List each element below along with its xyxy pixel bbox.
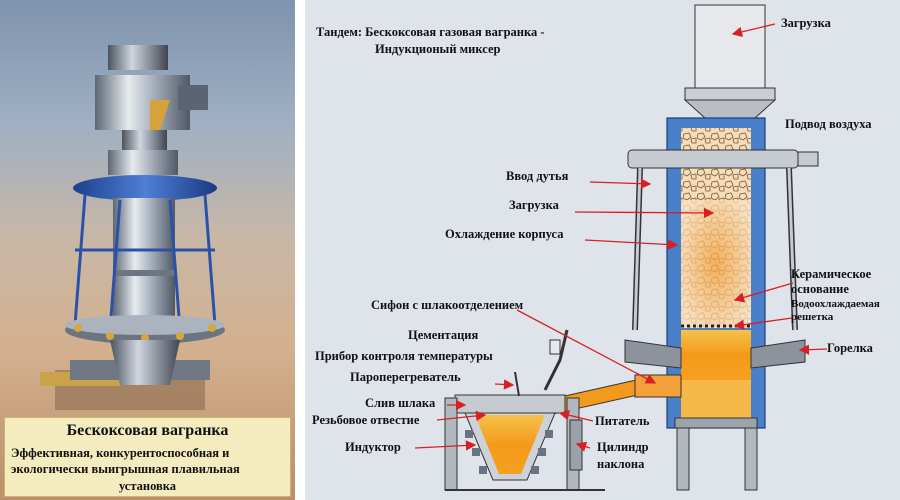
tandem-schematic — [414, 4, 828, 491]
label-gorelka: Горелка — [827, 341, 873, 355]
label-pitatel: Питатель — [595, 414, 650, 428]
label-vodoohl-2: решетка — [791, 311, 834, 323]
cupola-photo: Бескоксовая вагранка Эффективная, конкур… — [0, 0, 295, 500]
label-vodoohl-1: Водоохлаждаемая — [791, 298, 880, 310]
label-keramicheskoe-1: Керамическое — [791, 267, 872, 281]
label-cilindr-1: Цилиндр — [597, 440, 649, 454]
label-cementacia: Цементация — [408, 328, 479, 342]
label-keramicheskoe-2: основание — [791, 282, 849, 296]
tandem-diagram: Тандем: Бескоксовая газовая вагранка - И… — [305, 0, 900, 500]
photo-caption-line-3: установка — [118, 479, 177, 493]
label-induktor: Индуктор — [345, 440, 401, 454]
label-paroperegrevatel: Пароперегреватель — [350, 370, 461, 384]
label-zagruzka-top: Загрузка — [781, 16, 831, 30]
photo-caption: Бескоксовая вагранка Эффективная, конкур… — [4, 417, 291, 497]
label-ohlazhdenie: Охлаждение корпуса — [445, 227, 564, 241]
label-rezbovoe: Резьбовое отвестие — [312, 413, 420, 427]
cupola-photo-illustration — [40, 45, 225, 410]
label-cilindr-2: наклона — [597, 457, 645, 471]
label-vvod-dutya: Ввод дутья — [506, 169, 569, 183]
label-sifon: Сифон с шлакоотделением — [371, 298, 524, 312]
label-podvod-vozduha: Подвод воздуха — [785, 117, 872, 131]
diagram-title-line-1: Тандем: Бескоксовая газовая вагранка - — [316, 25, 545, 39]
photo-caption-line-1: Эффективная, конкурентоспособная и — [11, 446, 230, 460]
photo-caption-title: Бескоксовая вагранка — [66, 422, 229, 439]
label-zagruzka: Загрузка — [509, 198, 559, 212]
label-pribor: Прибор контроля температуры — [315, 349, 493, 363]
diagram-title-line-2: Индукционый миксер — [375, 42, 501, 56]
photo-caption-line-2: экологически выигрышная плавильная — [11, 462, 240, 476]
label-sliv-shlaka: Слив шлака — [365, 396, 436, 410]
